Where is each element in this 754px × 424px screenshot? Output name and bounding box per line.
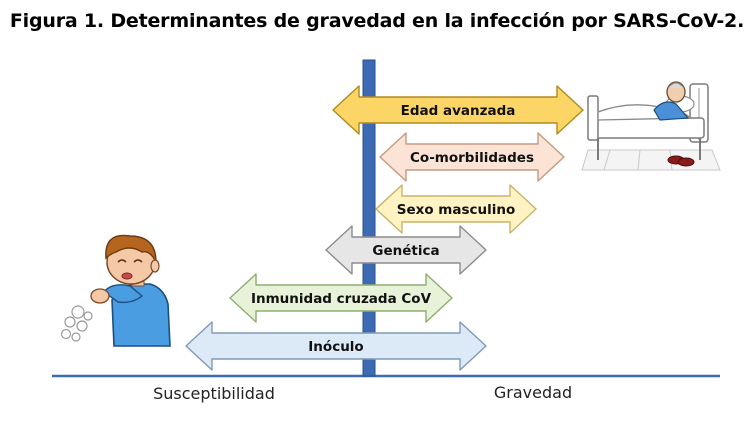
arrow-label-inmunidad-cruzada: Inmunidad cruzada CoV [251, 291, 432, 307]
arrow-label-inoculo: Inóculo [308, 339, 363, 355]
arrow-label-edad-avanzada: Edad avanzada [401, 103, 516, 119]
arrow-genetica: Genética [325, 225, 487, 275]
arrow-shape [375, 184, 537, 234]
arrow-co-morbilidades: Co-morbilidades [379, 132, 565, 182]
arrow-shape [229, 273, 453, 323]
figure-title: Figura 1. Determinantes de gravedad en l… [9, 10, 745, 32]
coughing-boy-icon [60, 234, 171, 347]
arrow-label-genetica: Genética [372, 243, 439, 259]
arrow-shape [185, 321, 487, 371]
axis-label-gravedad: Gravedad [494, 383, 572, 402]
arrow-label-co-morbilidades: Co-morbilidades [410, 150, 534, 166]
arrow-sexo-masculino: Sexo masculino [375, 184, 537, 234]
arrow-edad-avanzada: Edad avanzada [332, 85, 584, 135]
arrow-shape [325, 225, 487, 275]
arrow-shape [332, 85, 584, 135]
axis-label-susceptibilidad: Susceptibilidad [153, 384, 275, 403]
arrow-inmunidad-cruzada: Inmunidad cruzada CoV [229, 273, 453, 323]
arrow-inoculo: Inóculo [185, 321, 487, 371]
arrow-shape [379, 132, 565, 182]
hospital-patient-icon [581, 81, 721, 171]
arrow-label-sexo-masculino: Sexo masculino [397, 202, 516, 218]
